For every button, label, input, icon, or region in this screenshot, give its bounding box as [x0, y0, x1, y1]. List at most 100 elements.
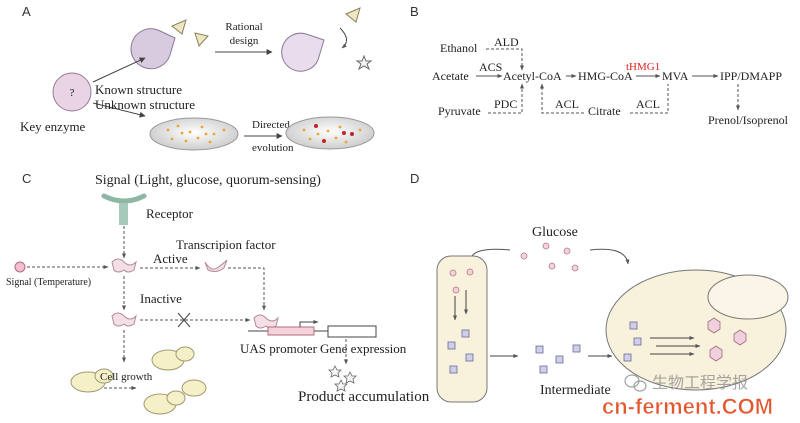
known-structure-label: Known structure — [95, 82, 182, 97]
ipp-dmapp-label: IPP/DMAPP — [720, 69, 782, 83]
arrow-to-known — [92, 57, 146, 83]
hmg-coa-label: HMG-CoA — [578, 69, 633, 83]
watermark-site-text: cn-ferment.COM — [602, 394, 773, 419]
pdc-label: PDC — [494, 97, 517, 111]
yeast-cells — [70, 346, 207, 415]
inactive-label: Inactive — [140, 291, 182, 306]
thmg1-label: tHMG1 — [626, 61, 660, 73]
product-stars — [328, 365, 357, 392]
petri-dish-left — [149, 117, 239, 151]
intermediate-square — [535, 345, 544, 354]
panel-b-label: B — [410, 4, 419, 19]
arrow-to-unknown — [92, 102, 146, 118]
receptor-label: Receptor — [146, 206, 194, 221]
yeast-cell-icon — [175, 346, 195, 362]
panel-a-label: A — [22, 4, 31, 19]
colonies-left — [166, 124, 226, 144]
ald-label: ALD — [494, 35, 519, 49]
receptor-icon — [101, 193, 147, 204]
binding-arrow — [339, 27, 347, 49]
intermediate-square — [633, 337, 642, 346]
gene-expression-label: Gene expression — [320, 341, 407, 356]
panel-a: A ? Key enzyme Known structure Unknown s… — [20, 4, 375, 154]
acl-left-label: ACL — [555, 97, 579, 111]
intermediate-square — [539, 365, 548, 374]
active-to-promoter-arrow — [228, 267, 266, 311]
yeast-intermediates — [623, 321, 642, 362]
watermark-wechat-text: 生物工程学报 — [652, 373, 748, 392]
block-x-icon — [177, 312, 191, 328]
product-hexagon — [733, 329, 747, 346]
yeast-cell-icon — [181, 379, 207, 397]
bacterial-cell — [436, 255, 488, 403]
substrate-triangle-icon — [345, 7, 361, 23]
glucose-label: Glucose — [532, 225, 578, 240]
intermediate-square — [447, 341, 456, 350]
panel-b: B Ethanol ALD Acetate ACS Acetyl-CoA HMG… — [410, 4, 789, 127]
intermediate-square — [623, 353, 632, 362]
yeast-pathway-arrows — [650, 336, 701, 356]
rational-design-line2: design — [230, 35, 259, 47]
watermark: 生物工程学报 cn-ferment.COM — [602, 373, 774, 419]
uas-promoter-box — [267, 326, 315, 336]
panel-d-label: D — [410, 171, 419, 186]
pyruvate-to-acetylcoa-arrow — [488, 83, 524, 114]
product-hexagon — [709, 345, 723, 362]
glucose-molecule — [466, 268, 474, 276]
product-star-icon — [343, 371, 357, 384]
glucose-molecule — [452, 286, 460, 294]
active-label: Active — [153, 251, 188, 266]
product-hexagon — [707, 317, 721, 334]
intermediate-square — [572, 344, 581, 353]
substrate-triangle-icon — [194, 32, 209, 47]
glucose-molecule — [542, 242, 550, 250]
glucose-molecule — [449, 269, 457, 277]
intermediate-square — [461, 329, 470, 338]
acl-right-label: ACL — [636, 97, 660, 111]
yeast-cell-icon — [94, 368, 114, 384]
acetyl-coa-label: Acetyl-CoA — [503, 69, 562, 83]
engineered-enzyme-icon — [281, 32, 325, 72]
rational-design-line1: Rational — [225, 21, 262, 33]
wechat-icon — [624, 374, 647, 392]
enzyme-pacman-icon — [130, 28, 176, 70]
yeast-cell-icon — [166, 390, 186, 406]
signal-title: Signal (Light, glucose, quorum-sensing) — [95, 173, 321, 188]
cell-glucose — [449, 268, 474, 294]
product-star-icon — [355, 54, 373, 71]
intermediate-square — [629, 321, 638, 330]
ethanol-label: Ethanol — [440, 41, 478, 55]
citrate-to-acetylcoa-arrow — [540, 83, 584, 114]
key-enzyme-circle — [52, 72, 92, 112]
intermediate-label: Intermediate — [540, 383, 611, 398]
glucose-molecule — [563, 247, 571, 255]
pyruvate-label: Pyruvate — [438, 104, 481, 118]
transcription-factor-icon — [111, 258, 137, 273]
transcription-factor-label: Transcripion factor — [176, 237, 276, 252]
enzyme-question-mark: ? — [70, 87, 75, 99]
yeast-products — [707, 317, 747, 362]
key-enzyme-label: Key enzyme — [20, 119, 86, 134]
glucose-molecules — [520, 242, 579, 272]
free-intermediates — [535, 344, 581, 374]
cell-intermediates — [447, 329, 474, 374]
acs-label: ACS — [479, 60, 502, 74]
colonies-right — [302, 124, 362, 144]
inactive-factor-icon — [111, 312, 137, 327]
temperature-signal-icon — [14, 261, 26, 273]
mva-label: MVA — [662, 69, 689, 83]
product-star-icon — [334, 379, 348, 392]
panel-c: C Signal (Light, glucose, quorum-sensing… — [6, 171, 430, 415]
directed-evolution-line1: Directed — [252, 119, 290, 131]
yeast-bud — [707, 274, 789, 320]
substrate-triangle-icon — [171, 19, 187, 35]
prenol-label: Prenol/Isoprenol — [708, 113, 789, 127]
uas-promoter-label: UAS promoter — [240, 341, 318, 356]
glucose-to-yeast-arrow — [589, 248, 630, 265]
intermediate-square — [555, 355, 564, 364]
unknown-structure-label: Unknown structure — [95, 97, 195, 112]
glucose-molecule — [571, 264, 579, 272]
panel-c-label: C — [22, 171, 31, 186]
acetate-label: Acetate — [432, 69, 469, 83]
